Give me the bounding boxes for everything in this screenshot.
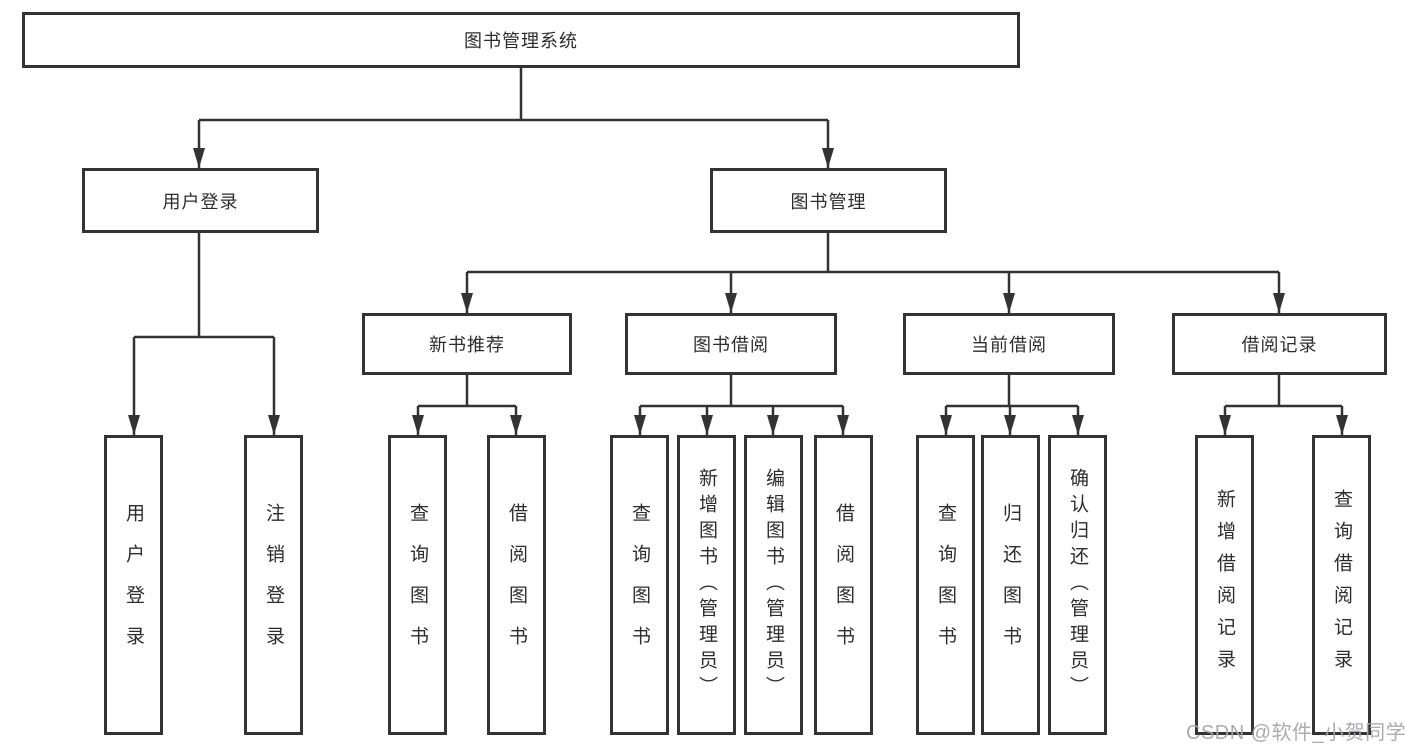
node-book-borrowing: 图书借阅 <box>625 313 837 375</box>
node-leaf-user-login: 用户登录 <box>104 435 163 735</box>
node-book-management: 图书管理 <box>710 168 947 233</box>
node-leaf-query-books-current: 查询图书 <box>916 435 975 735</box>
node-user-login-branch: 用户登录 <box>82 168 319 233</box>
node-label: 用户登录 <box>162 191 239 212</box>
node-label: 查询图书 <box>629 503 650 667</box>
node-current-borrowing: 当前借阅 <box>903 313 1115 375</box>
node-label: 查询图书 <box>935 503 956 667</box>
node-label: 编辑图书（管理员） <box>763 468 784 702</box>
node-leaf-add-borrow-record: 新增借阅记录 <box>1195 435 1254 735</box>
node-borrowing-records: 借阅记录 <box>1172 313 1387 375</box>
node-leaf-edit-books-admin: 编辑图书（管理员） <box>744 435 803 735</box>
node-label: 借阅图书 <box>833 503 854 667</box>
node-label: 借阅图书 <box>506 503 527 667</box>
node-label: 图书管理系统 <box>464 31 578 51</box>
node-label: 注销登录 <box>263 503 284 667</box>
node-label: 确认归还（管理员） <box>1067 468 1088 702</box>
node-label: 借阅记录 <box>1241 335 1318 355</box>
node-leaf-query-books-borrow: 查询图书 <box>610 435 669 735</box>
node-label: 当前借阅 <box>971 335 1047 355</box>
node-leaf-return-books: 归还图书 <box>981 435 1040 735</box>
csdn-watermark: CSDN @软件_小贺同学 <box>1186 722 1405 744</box>
node-label: 查询图书 <box>407 503 428 667</box>
node-label: 用户登录 <box>123 503 144 667</box>
node-label: 归还图书 <box>1000 503 1021 667</box>
node-root-system: 图书管理系统 <box>22 12 1020 68</box>
node-label: 图书管理 <box>790 191 867 212</box>
node-label: 查询借阅记录 <box>1331 489 1352 681</box>
node-label: 新增图书（管理员） <box>696 468 717 702</box>
node-leaf-add-books-admin: 新增图书（管理员） <box>677 435 736 735</box>
node-new-book-recommend: 新书推荐 <box>362 313 572 375</box>
node-label: 新书推荐 <box>429 335 505 355</box>
node-label: 图书借阅 <box>693 335 769 355</box>
node-leaf-query-borrow-record: 查询借阅记录 <box>1312 435 1371 735</box>
node-leaf-borrow-books: 借阅图书 <box>814 435 873 735</box>
node-leaf-confirm-return-admin: 确认归还（管理员） <box>1048 435 1107 735</box>
node-leaf-borrow-books-recommend: 借阅图书 <box>487 435 546 735</box>
node-leaf-query-books-recommend: 查询图书 <box>388 435 447 735</box>
node-label: 新增借阅记录 <box>1214 489 1235 681</box>
node-leaf-logout: 注销登录 <box>244 435 303 735</box>
